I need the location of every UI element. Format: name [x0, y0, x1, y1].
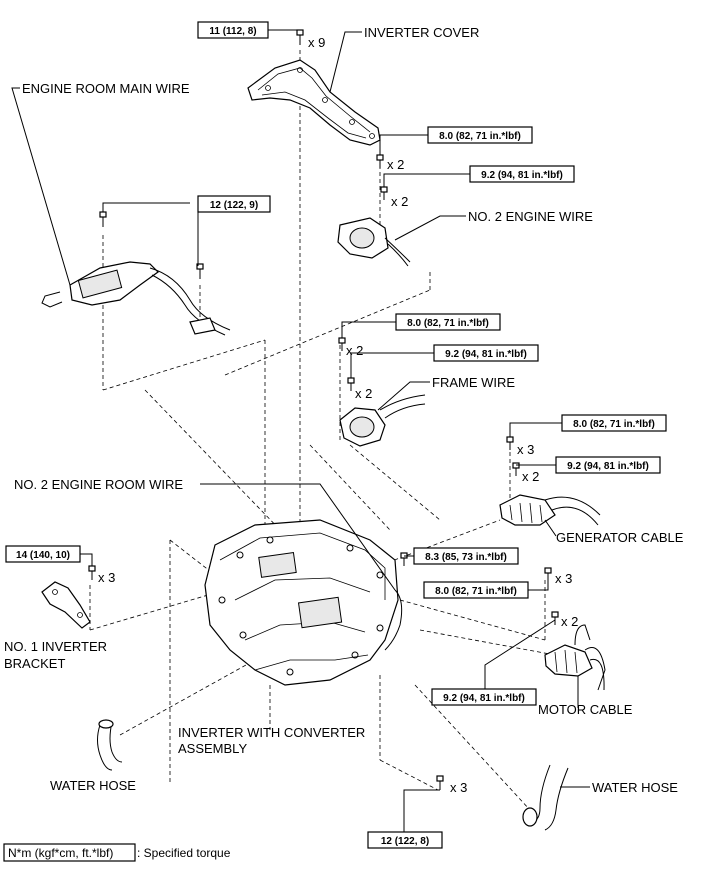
bolt-icon — [551, 611, 559, 625]
torque-boxes: 11 (112, 8) 12 (122, 9) 8.0 (82, 71 in.*… — [5, 21, 667, 849]
qty-cover: x 9 — [308, 35, 325, 50]
legend: N*m (kgf*cm, ft.*lbf) : Specified torque — [3, 843, 231, 862]
inverter-cover-part — [247, 59, 381, 146]
alignment-lines — [89, 50, 556, 811]
label-no2-engine-wire: NO. 2 ENGINE WIRE — [468, 209, 593, 224]
part-labels: INVERTER COVER ENGINE ROOM MAIN WIRE NO.… — [4, 25, 684, 795]
bolt-icon — [376, 154, 384, 168]
label-inverter-assembly-line1: INVERTER WITH CONVERTER — [178, 725, 365, 740]
qty-engine-wire-b: x 2 — [391, 194, 408, 209]
label-inverter-assembly-line2: ASSEMBLY — [178, 741, 247, 756]
torque-engine-wire-b: 9.2 (94, 81 in.*lbf) — [481, 170, 563, 181]
label-no1-inverter-bracket-line1: NO. 1 INVERTER — [4, 639, 107, 654]
water-hose-left-part — [97, 719, 123, 771]
bolt-icon — [436, 775, 444, 790]
water-hose-right-part — [522, 764, 569, 831]
bolt-icon — [347, 377, 355, 391]
bolt-icons — [88, 29, 559, 790]
label-frame-wire: FRAME WIRE — [432, 375, 515, 390]
motor-cable-part — [544, 624, 606, 691]
qty-frame-wire-b: x 2 — [355, 386, 372, 401]
inverter-assembly-part — [204, 519, 403, 686]
no2-engine-wire-part — [337, 217, 411, 267]
qty-bracket: x 3 — [98, 570, 115, 585]
label-inverter-cover: INVERTER COVER — [364, 25, 479, 40]
qty-motor-b: x 2 — [561, 614, 578, 629]
label-water-hose-left: WATER HOSE — [50, 778, 136, 793]
label-engine-room-main-wire: ENGINE ROOM MAIN WIRE — [22, 81, 190, 96]
bolt-icon — [196, 263, 204, 279]
bolt-icon — [88, 565, 96, 580]
torque-motor-a: 8.0 (82, 71 in.*lbf) — [435, 586, 517, 597]
bolt-icon — [99, 211, 107, 227]
label-motor-cable: MOTOR CABLE — [538, 702, 633, 717]
generator-cable-part — [499, 494, 601, 526]
bolt-icon — [338, 337, 346, 351]
engine-room-main-wire-part — [41, 261, 231, 336]
label-water-hose-right: WATER HOSE — [592, 780, 678, 795]
qty-frame-wire-a: x 2 — [346, 343, 363, 358]
bolt-icon — [400, 552, 408, 566]
torque-inverter-top: 8.3 (85, 73 in.*lbf) — [425, 552, 507, 563]
torque-frame-wire-b: 9.2 (94, 81 in.*lbf) — [445, 349, 527, 360]
torque-frame-wire-a: 8.0 (82, 71 in.*lbf) — [407, 318, 489, 329]
torque-main-wire: 12 (122, 9) — [210, 200, 258, 211]
bolt-icon — [296, 29, 304, 45]
legend-box-text: N*m (kgf*cm, ft.*lbf) — [8, 846, 113, 860]
frame-wire-part — [339, 394, 426, 447]
qty-generator-a: x 3 — [517, 442, 534, 457]
bolt-icon — [544, 567, 552, 581]
qty-engine-wire-a: x 2 — [387, 157, 404, 172]
leader-lines — [11, 29, 590, 832]
qty-generator-b: x 2 — [522, 469, 539, 484]
label-no1-inverter-bracket-line2: BRACKET — [4, 656, 65, 671]
torque-cover: 11 (112, 8) — [209, 26, 256, 37]
label-no2-engine-room-wire: NO. 2 ENGINE ROOM WIRE — [14, 477, 183, 492]
quantity-labels: x 9 x 2 x 2 x 2 x 2 x 3 x 2 x 3 x 3 x 2 … — [98, 35, 578, 795]
torque-bracket: 14 (140, 10) — [16, 550, 70, 561]
qty-bottom: x 3 — [450, 780, 467, 795]
label-generator-cable: GENERATOR CABLE — [556, 530, 684, 545]
torque-motor-b: 9.2 (94, 81 in.*lbf) — [443, 693, 525, 704]
bolt-icon — [506, 436, 514, 450]
torque-bottom: 12 (122, 8) — [381, 836, 429, 847]
torque-generator-a: 8.0 (82, 71 in.*lbf) — [573, 419, 655, 430]
torque-generator-b: 9.2 (94, 81 in.*lbf) — [567, 461, 649, 472]
legend-description: : Specified torque — [137, 846, 231, 860]
bolt-icon — [380, 186, 388, 200]
qty-motor-a: x 3 — [555, 571, 572, 586]
no1-inverter-bracket-part — [41, 581, 91, 629]
torque-engine-wire-a: 8.0 (82, 71 in.*lbf) — [439, 131, 521, 142]
